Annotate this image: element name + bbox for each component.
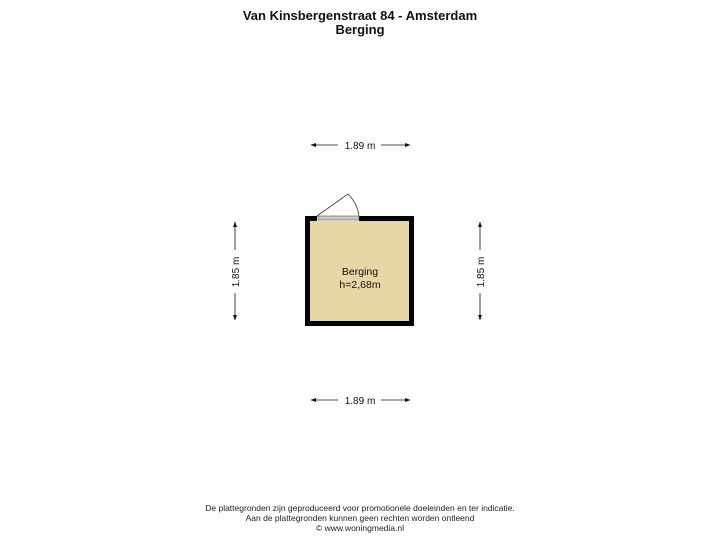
room-floor — [310, 221, 409, 321]
room-height-label: h=2,68m — [339, 279, 380, 291]
door-swing-arc — [316, 193, 360, 217]
dimension-left-label: 1.85 m — [231, 257, 242, 288]
dimension-top-label: 1.89 m — [345, 141, 376, 152]
room-name-label: Berging — [342, 266, 378, 278]
copyright-line: © www.woningmedia.nl — [316, 523, 404, 533]
door-panel — [317, 215, 360, 221]
disclaimer-line-1: De plattegronden zijn geproduceerd voor … — [205, 503, 515, 513]
plan-floor-title: Berging — [335, 22, 385, 37]
dimension-right-label: 1.85 m — [476, 257, 487, 288]
plan-address-title: Van Kinsbergenstraat 84 - Amsterdam — [242, 8, 478, 23]
dimension-bottom-label: 1.89 m — [345, 396, 376, 407]
disclaimer-line-2: Aan de plattegronden kunnen geen rechten… — [245, 513, 475, 523]
